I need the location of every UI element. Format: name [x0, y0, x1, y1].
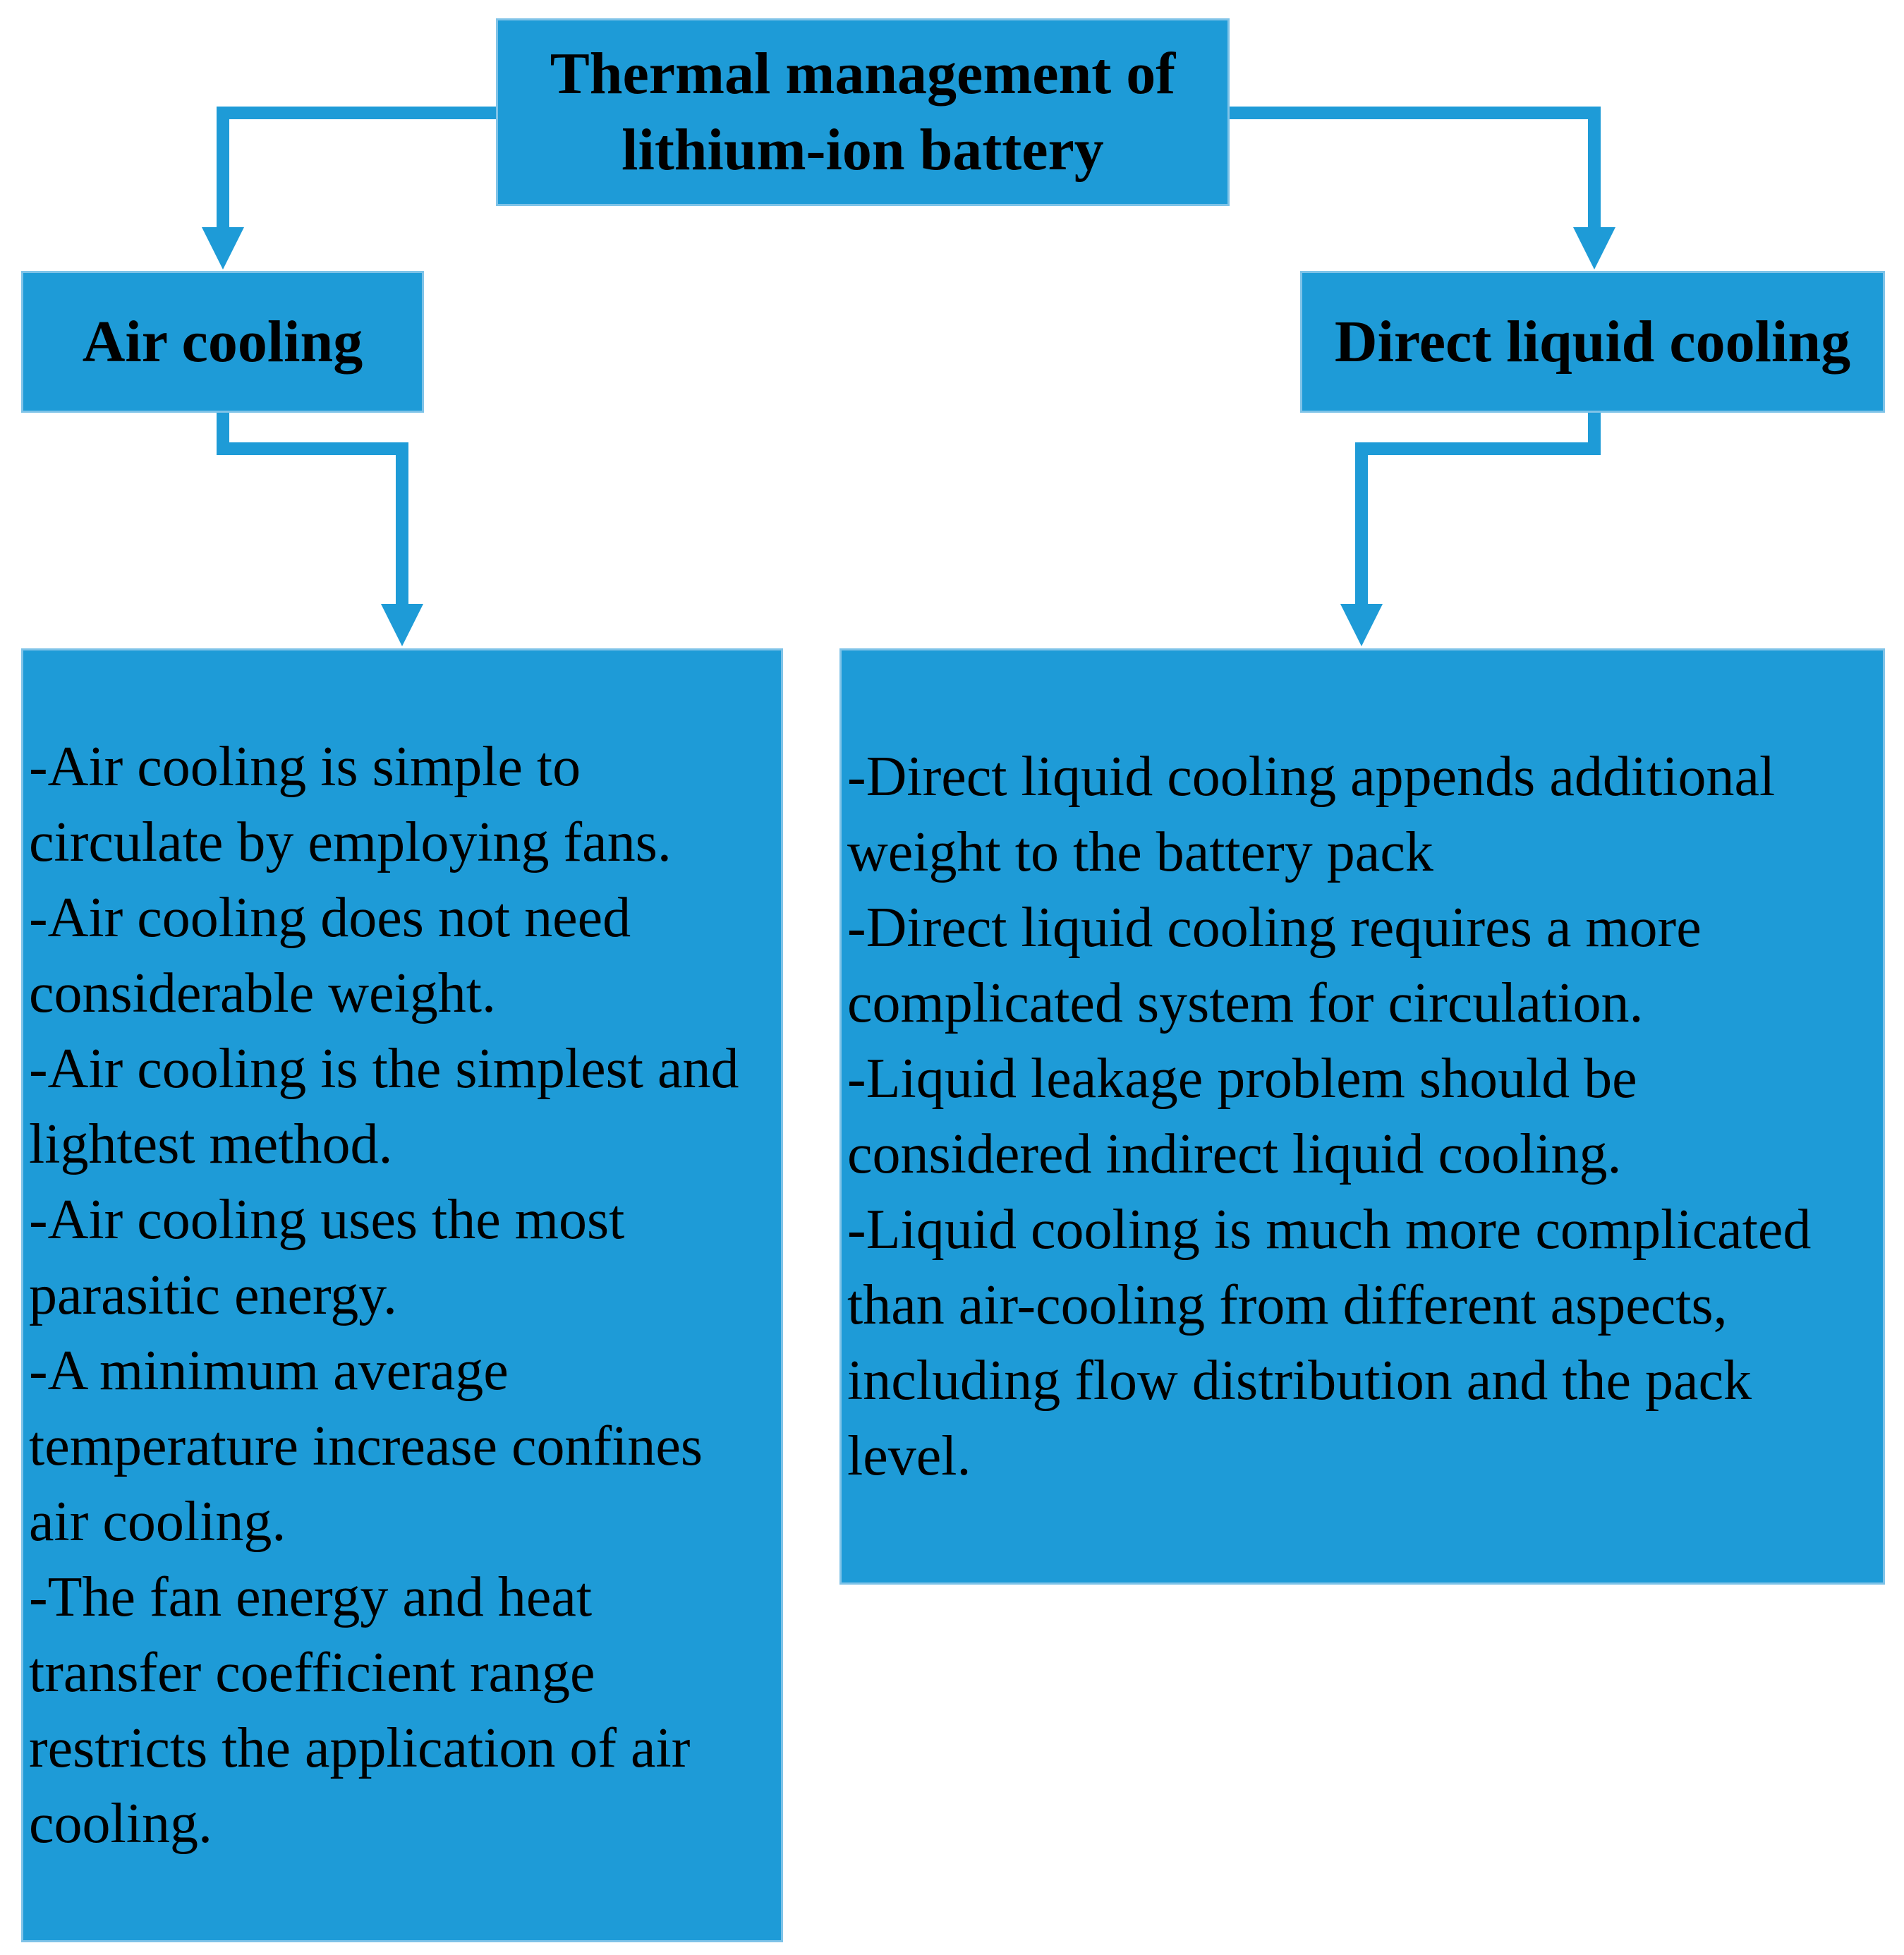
air-cooling-point: -Air cooling does not need considerable … — [29, 886, 631, 1024]
root-title: Thermal management of lithium-ion batter… — [550, 36, 1176, 188]
liquid-cooling-point: -Direct liquid cooling requires a more c… — [847, 896, 1702, 1034]
air-cooling-point: -Air cooling uses the most parasitic ene… — [29, 1188, 625, 1326]
arrow-air-to-list — [217, 411, 408, 608]
root-title-line1: Thermal management of — [550, 41, 1176, 107]
liquid-cooling-point: -Direct liquid cooling appends additiona… — [847, 745, 1776, 883]
arrowhead-liquid-list — [1340, 604, 1383, 646]
arrow-liquid-to-list — [1355, 411, 1601, 608]
arrow-root-to-liquid — [1227, 107, 1601, 233]
direct-liquid-cooling-title: Direct liquid cooling — [1334, 308, 1851, 375]
direct-liquid-cooling-node: Direct liquid cooling — [1300, 271, 1885, 413]
arrow-root-to-air — [217, 107, 498, 233]
air-cooling-point: -Air cooling is the simplest and lightes… — [29, 1037, 739, 1175]
direct-liquid-cooling-details: -Direct liquid cooling appends additiona… — [839, 648, 1885, 1585]
air-cooling-node: Air cooling — [21, 271, 424, 413]
root-title-line2: lithium-ion battery — [621, 117, 1104, 183]
liquid-cooling-point: -Liquid leakage problem should be consid… — [847, 1047, 1637, 1185]
root-node: Thermal management of lithium-ion batter… — [496, 18, 1230, 206]
air-cooling-point: -Air cooling is simple to circulate by e… — [29, 735, 672, 873]
arrowhead-air — [202, 227, 244, 270]
air-cooling-details: -Air cooling is simple to circulate by e… — [21, 648, 783, 1942]
air-cooling-point: -The fan energy and heat transfer coeffi… — [29, 1566, 691, 1855]
arrowhead-air-list — [381, 604, 423, 646]
air-cooling-title: Air cooling — [82, 308, 363, 375]
arrowhead-liquid — [1573, 227, 1615, 270]
liquid-cooling-point: -Liquid cooling is much more complicated… — [847, 1198, 1812, 1487]
air-cooling-point: -A minimum average temperature increase … — [29, 1339, 703, 1553]
